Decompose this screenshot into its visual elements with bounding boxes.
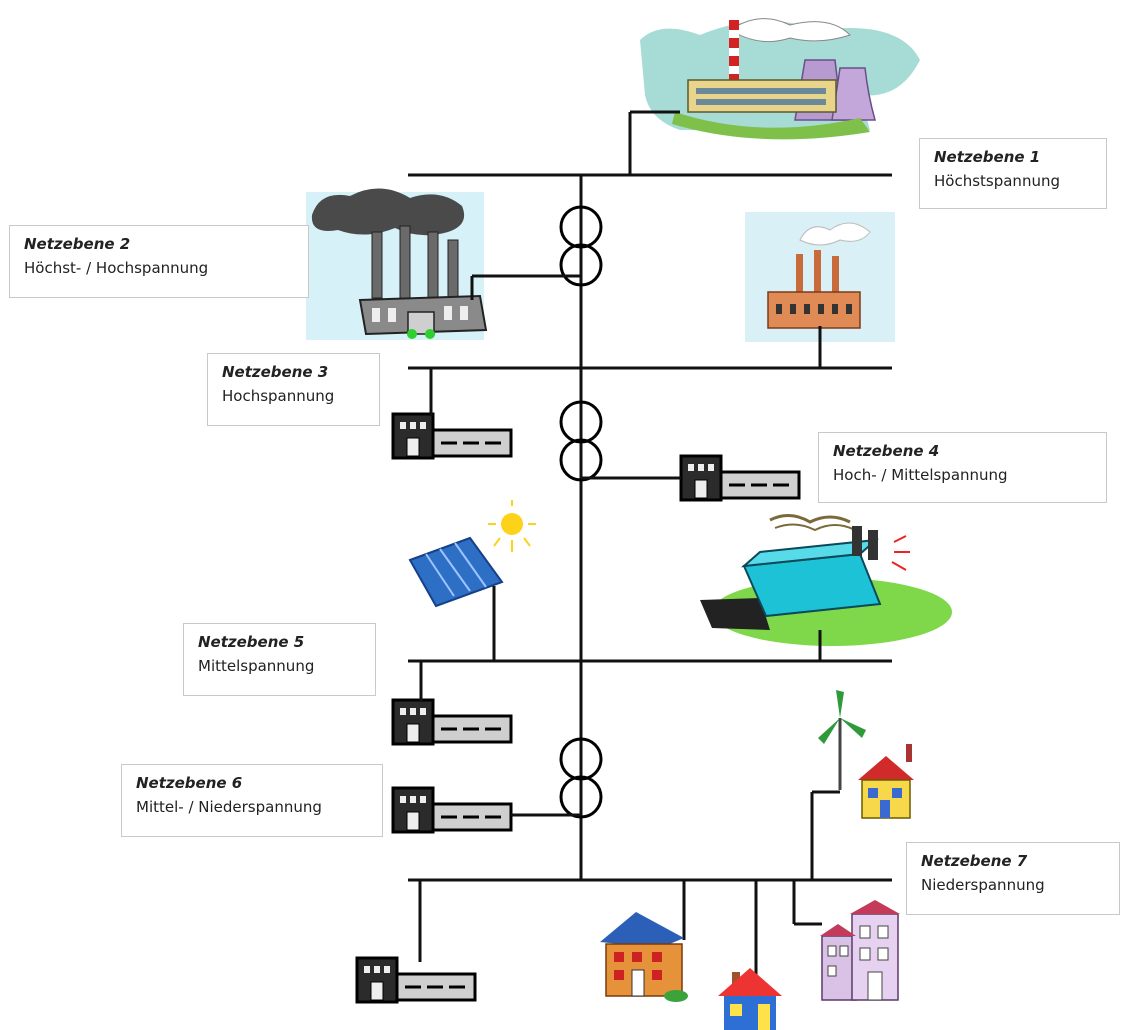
substation-icon: [391, 412, 513, 460]
factory-icon: [700, 514, 952, 646]
house-icon: [858, 744, 914, 819]
substation-icon: [391, 698, 513, 746]
house-icon: [718, 968, 782, 1030]
level-title: Netzebene 5: [198, 633, 305, 651]
level-voltage: Mittel- / Niederspannung: [136, 798, 322, 816]
level-title: Netzebene 6: [136, 774, 243, 792]
level-title: Netzebene 2: [24, 235, 131, 253]
substation-icon: [679, 454, 801, 502]
industrial-factory-icon: [745, 212, 895, 342]
level-voltage: Höchst- / Hochspannung: [24, 259, 209, 277]
level-voltage: Niederspannung: [921, 876, 1045, 894]
apartment-building-icon: [820, 900, 900, 1001]
power-plant-icon: [640, 18, 920, 140]
level-voltage: Höchstspannung: [934, 172, 1060, 190]
substation-icon: [355, 956, 477, 1004]
level-title: Netzebene 4: [833, 442, 940, 460]
level-voltage: Hoch- / Mittelspannung: [833, 466, 1008, 484]
apartment-building-icon: [600, 912, 688, 1002]
level-label-3: Netzebene 3 Hochspannung: [207, 353, 380, 426]
coal-power-plant-icon: [306, 188, 488, 340]
level-title: Netzebene 3: [222, 363, 329, 381]
level-voltage: Hochspannung: [222, 387, 335, 405]
level-label-1: Netzebene 1 Höchstspannung: [919, 138, 1107, 209]
level-label-7: Netzebene 7 Niederspannung: [906, 842, 1120, 915]
level-label-5: Netzebene 5 Mittelspannung: [183, 623, 376, 696]
wind-turbine-icon: [818, 690, 866, 790]
solar-panel-icon: [408, 500, 536, 608]
level-title: Netzebene 1: [934, 148, 1041, 166]
substation-icon: [391, 786, 513, 834]
level-label-2: Netzebene 2 Höchst- / Hochspannung: [9, 225, 309, 298]
level-voltage: Mittelspannung: [198, 657, 315, 675]
level-title: Netzebene 7: [921, 852, 1028, 870]
level-label-4: Netzebene 4 Hoch- / Mittelspannung: [818, 432, 1107, 503]
level-label-6: Netzebene 6 Mittel- / Niederspannung: [121, 764, 383, 837]
